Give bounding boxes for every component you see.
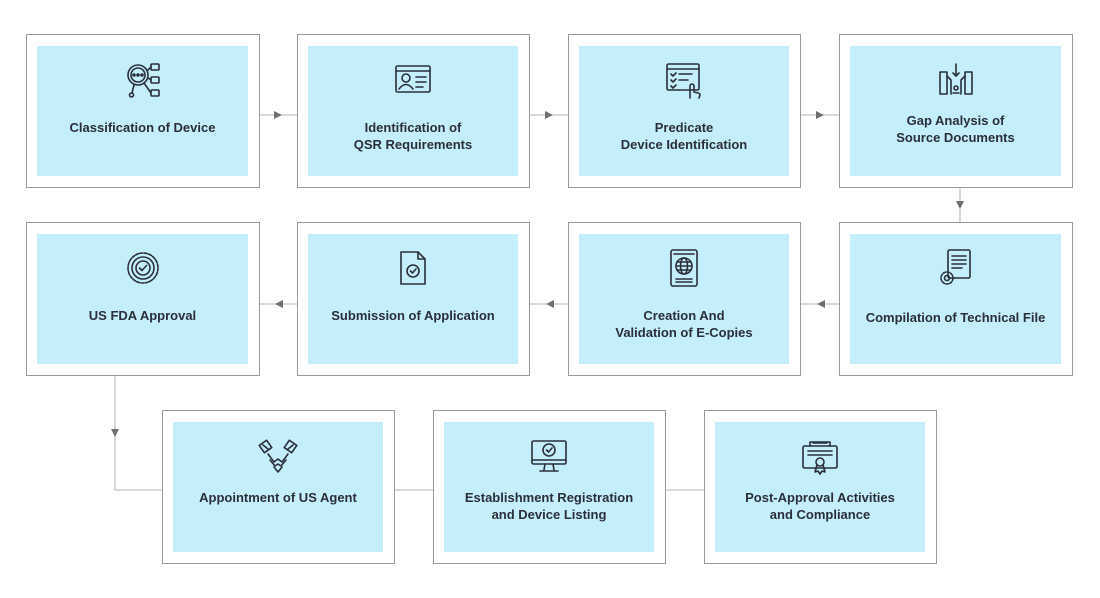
- certificate-icon: [800, 436, 840, 476]
- step-label: Post-Approval Activities and Compliance: [745, 490, 895, 522]
- checklist-click-icon: [664, 60, 704, 100]
- step-label: Gap Analysis of Source Documents: [896, 113, 1015, 145]
- monitor-check-icon: [529, 436, 569, 476]
- step-label: Identification of QSR Requirements: [353, 120, 473, 152]
- step-label: Classification of Device: [69, 120, 216, 135]
- step-label: Establishment Registration and Device Li…: [464, 490, 634, 522]
- search-analysis-icon: [123, 60, 163, 100]
- file-check-icon: [393, 248, 433, 288]
- arrow-left-icon: [817, 300, 825, 308]
- arrow-left-icon: [275, 300, 283, 308]
- gap-analysis-icon: [936, 60, 976, 100]
- step-appointment-of-us-agent: Appointment of US Agent: [162, 410, 395, 564]
- arrow-left-icon: [546, 300, 554, 308]
- step-us-fda-approval: US FDA Approval: [26, 222, 260, 376]
- approval-badge-icon: [123, 248, 163, 288]
- step-gap-analysis-of-source-documents: Gap Analysis of Source Documents: [839, 34, 1073, 188]
- step-post-approval-activities-and-compliance: Post-Approval Activities and Compliance: [704, 410, 937, 564]
- step-label: US FDA Approval: [88, 308, 197, 323]
- arrow-down-icon: [111, 429, 119, 437]
- step-label: Creation And Validation of E-Copies: [615, 308, 753, 340]
- arrow-right-icon: [545, 111, 553, 119]
- step-submission-of-application: Submission of Application: [297, 222, 530, 376]
- step-label: Predicate Device Identification: [620, 120, 748, 152]
- step-compilation-of-technical-file: Compilation of Technical File: [839, 222, 1073, 376]
- step-label: Submission of Application: [331, 308, 495, 323]
- arrow-right-icon: [816, 111, 824, 119]
- globe-document-icon: [664, 248, 704, 288]
- id-card-icon: [393, 60, 433, 100]
- step-predicate-device-identification: Predicate Device Identification: [568, 34, 801, 188]
- handshake-icon: [258, 436, 298, 476]
- step-creation-and-validation-of-e-copies: Creation And Validation of E-Copies: [568, 222, 801, 376]
- arrow-down-icon: [956, 201, 964, 209]
- step-label: Compilation of Technical File: [865, 310, 1046, 325]
- arrow-right-icon: [274, 111, 282, 119]
- step-label: Appointment of US Agent: [199, 490, 357, 505]
- document-gear-icon: [936, 248, 976, 288]
- step-establishment-registration-and-device-listing: Establishment Registration and Device Li…: [433, 410, 666, 564]
- step-identification-of-qsr-requirements: Identification of QSR Requirements: [297, 34, 530, 188]
- step-classification-of-device: Classification of Device: [26, 34, 260, 188]
